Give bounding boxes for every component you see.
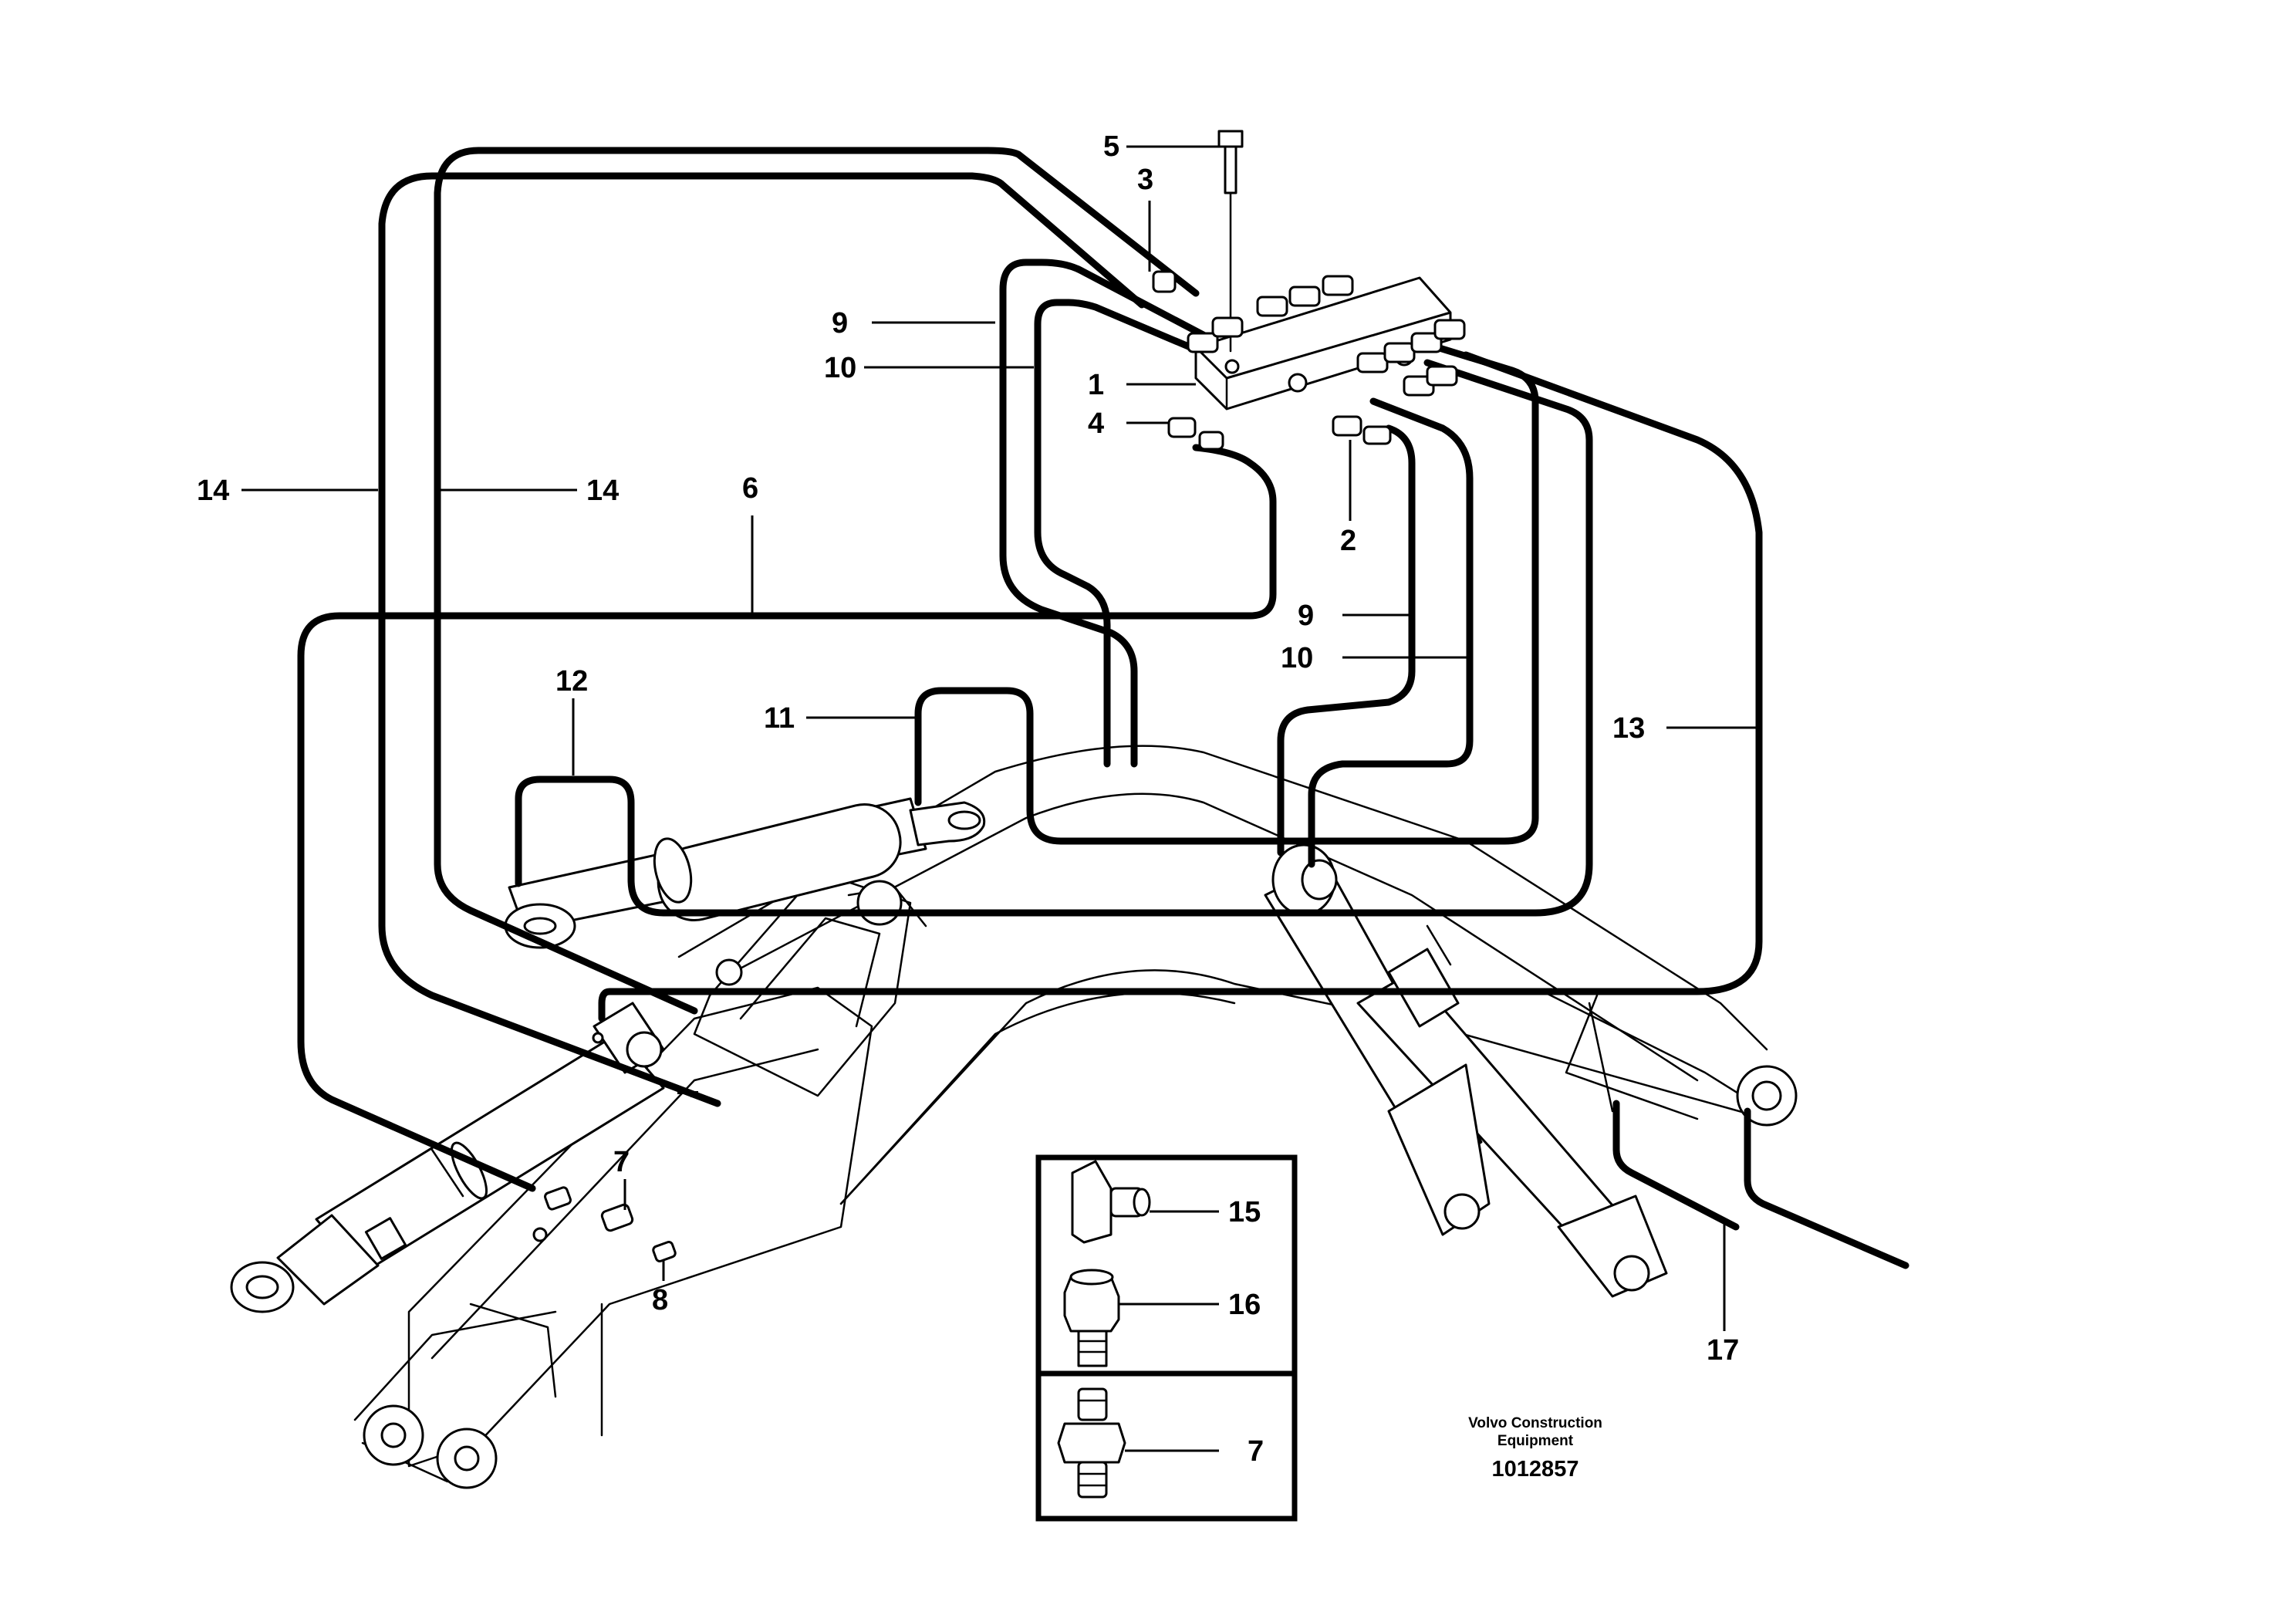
callout-10-right: 10 xyxy=(1281,642,1313,674)
front-fittings xyxy=(532,1186,677,1262)
hose-10-right xyxy=(1308,397,1474,868)
boom-structure xyxy=(230,745,1798,1489)
hose-14-inner xyxy=(434,147,1200,1015)
inset-callout-15: 15 xyxy=(1228,1196,1261,1228)
hose-9-right xyxy=(1277,424,1416,857)
callout-8: 8 xyxy=(652,1284,668,1316)
callout-5: 5 xyxy=(1103,130,1119,163)
hoses xyxy=(297,147,1909,1269)
callout-11: 11 xyxy=(764,702,795,735)
inset-callout-16: 16 xyxy=(1228,1289,1261,1321)
callout-14-left: 14 xyxy=(197,475,229,507)
callout-14-right: 14 xyxy=(586,475,619,507)
block-fittings xyxy=(1152,270,1466,451)
hose-13 xyxy=(598,351,1763,1022)
fittings-inset: 15 16 7 xyxy=(1035,1154,1298,1522)
callout-12: 12 xyxy=(555,665,588,698)
callout-10-left: 10 xyxy=(824,352,856,384)
hose-6 xyxy=(297,444,1277,1192)
callout-13: 13 xyxy=(1612,712,1645,745)
callout-9-left: 9 xyxy=(832,307,848,340)
callout-7: 7 xyxy=(613,1146,630,1178)
hose-17-b xyxy=(1744,1107,1909,1269)
callout-1: 1 xyxy=(1088,369,1104,401)
callout-3: 3 xyxy=(1137,164,1153,196)
leader-lines xyxy=(241,145,1759,1331)
hose-10-left xyxy=(1034,299,1231,768)
callout-6: 6 xyxy=(742,472,758,505)
hose-9-left xyxy=(999,259,1231,768)
hose-12 xyxy=(515,359,1593,917)
hose-14-left xyxy=(378,172,1146,1107)
inset-callout-7: 7 xyxy=(1248,1435,1264,1468)
callout-4: 4 xyxy=(1088,407,1104,440)
callout-labels: 5 3 9 10 1 4 2 9 10 13 14 14 6 12 11 7 8… xyxy=(197,130,1739,1367)
company-name-line1: Volvo Construction xyxy=(1468,1415,1602,1431)
callout-17: 17 xyxy=(1707,1334,1739,1367)
company-name-line2: Equipment xyxy=(1497,1433,1574,1449)
hose-17-a xyxy=(1612,1100,1740,1231)
drawing-number: 1012857 xyxy=(1492,1457,1579,1482)
callout-2: 2 xyxy=(1340,525,1356,557)
drawing-info: Volvo Construction Equipment 1012857 xyxy=(1468,1415,1602,1482)
distribution-block xyxy=(1152,130,1466,451)
callout-9-right: 9 xyxy=(1298,600,1314,632)
